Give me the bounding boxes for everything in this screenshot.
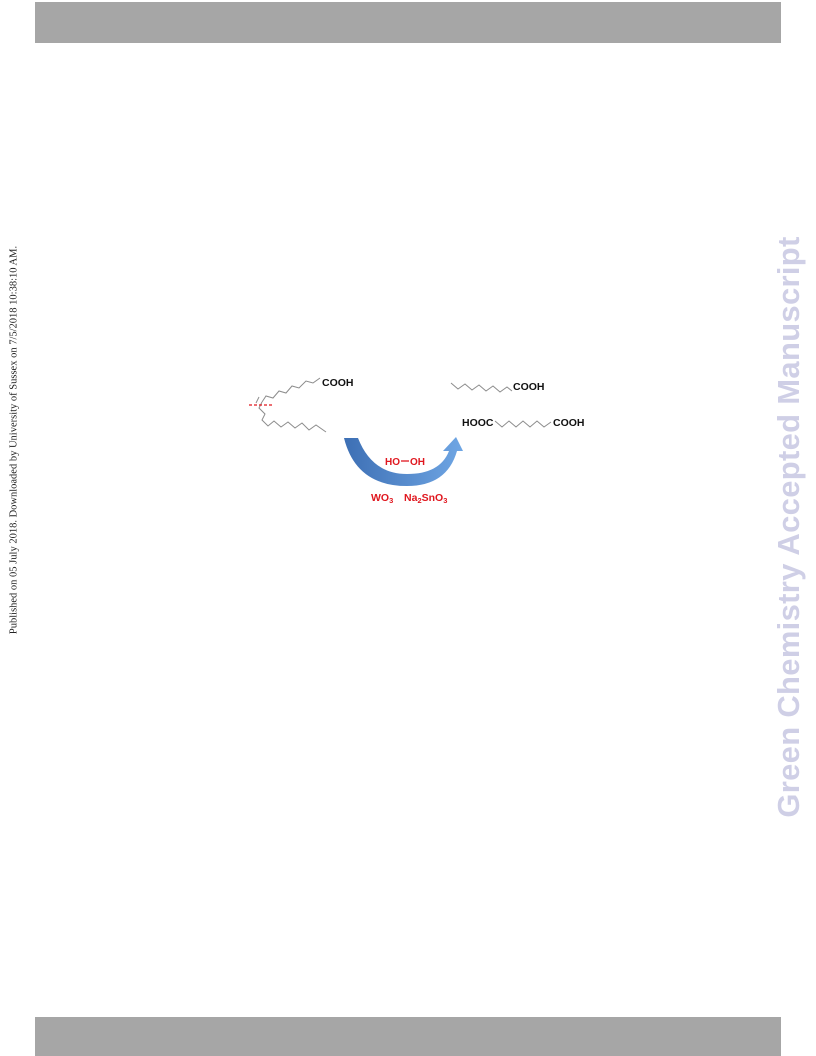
product1-chain [450, 382, 513, 393]
product2-cooh-label: COOH [553, 417, 585, 429]
oxidant-oh-label: OH [410, 457, 425, 468]
reactant-cooh-label: COOH [322, 377, 354, 389]
footer-bar [35, 1017, 781, 1056]
catalyst-na2sno3: Na2SnO3 [404, 492, 447, 505]
reactant-chain-upper [261, 377, 321, 403]
product1-cooh-label: COOH [513, 381, 545, 393]
product2-chain [494, 420, 552, 428]
catalyst-wo3: WO3 [371, 492, 393, 505]
oxidant-ho-label: HO [385, 457, 400, 468]
reactant-chain-lower [258, 401, 327, 433]
product2-hooc-label: HOOC [462, 417, 494, 429]
reaction-arrow [344, 437, 463, 486]
header-bar [35, 2, 781, 43]
double-bond-line [255, 396, 260, 404]
